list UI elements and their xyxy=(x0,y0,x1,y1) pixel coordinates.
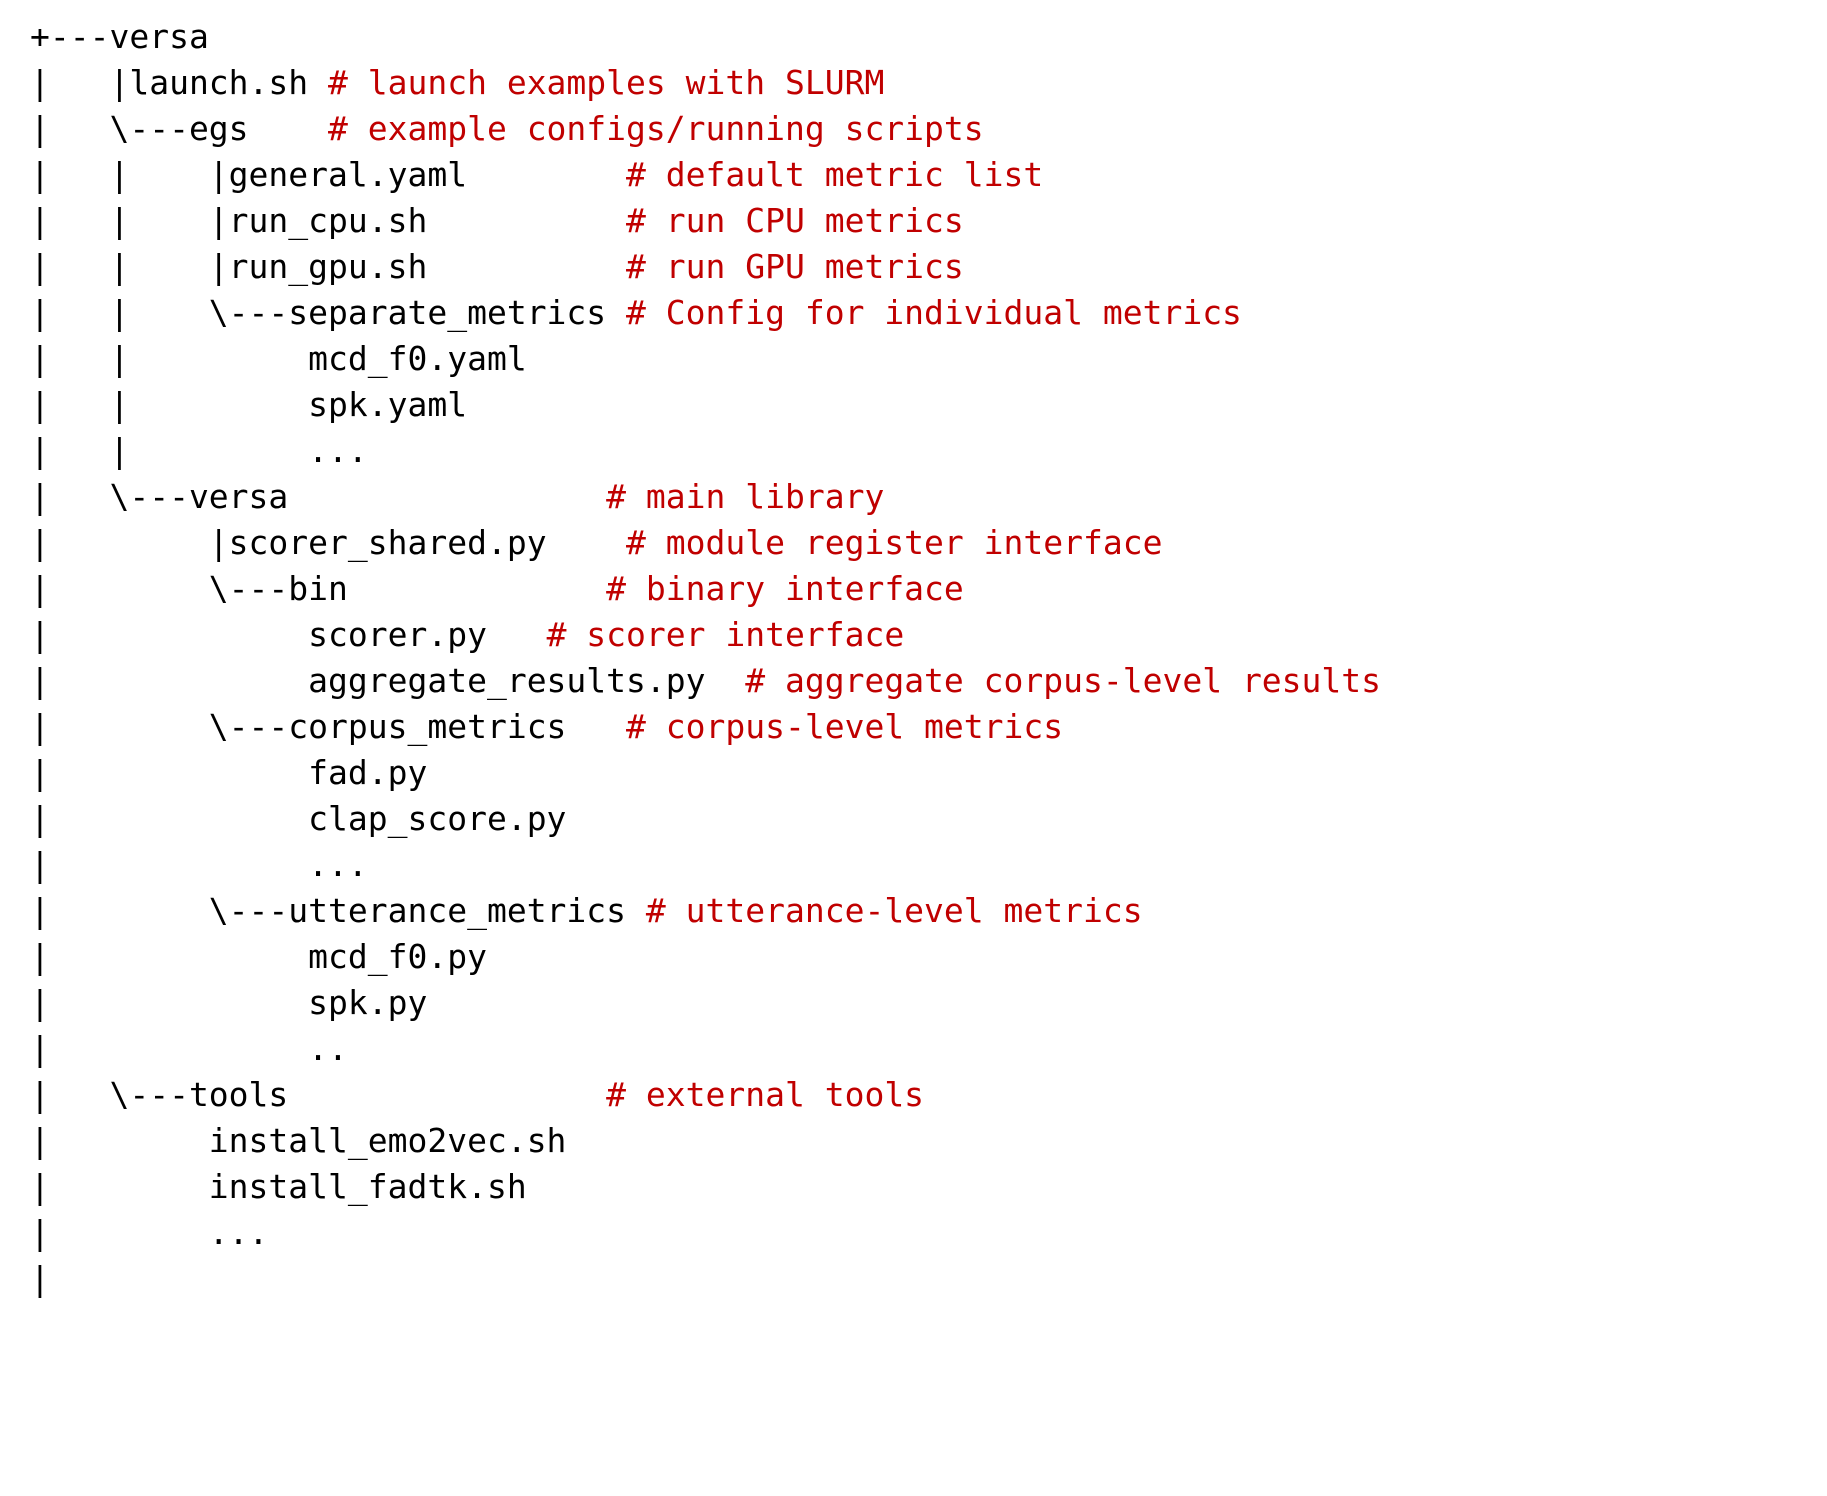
tree-line-path: | | ... xyxy=(30,431,368,470)
tree-line-path: | \---tools xyxy=(30,1075,607,1114)
tree-line: | | mcd_f0.yaml xyxy=(30,336,1381,382)
tree-line-path: | xyxy=(30,1259,50,1298)
tree-line-comment: # Config for individual metrics xyxy=(626,293,1242,332)
tree-line: | \---egs # example configs/running scri… xyxy=(30,106,1381,152)
tree-line-comment: # default metric list xyxy=(626,155,1044,194)
tree-line-path: | ... xyxy=(30,1213,269,1252)
tree-line-comment: # utterance-level metrics xyxy=(645,891,1143,930)
tree-line: | install_fadtk.sh xyxy=(30,1164,1381,1210)
tree-line-path: | \---egs xyxy=(30,109,329,148)
tree-line-path: | | mcd_f0.yaml xyxy=(30,339,527,378)
tree-line: | | |general.yaml # default metric list xyxy=(30,152,1381,198)
tree-line-path: | clap_score.py xyxy=(30,799,567,838)
tree-line: | | \---separate_metrics # Config for in… xyxy=(30,290,1381,336)
tree-line: | spk.py xyxy=(30,980,1381,1026)
tree-line: | clap_score.py xyxy=(30,796,1381,842)
tree-line-path: | scorer.py xyxy=(30,615,547,654)
tree-line: | fad.py xyxy=(30,750,1381,796)
tree-line-path: | | spk.yaml xyxy=(30,385,468,424)
tree-line: | | |run_gpu.sh # run GPU metrics xyxy=(30,244,1381,290)
tree-line-comment: # binary interface xyxy=(606,569,964,608)
tree-line-comment: # module register interface xyxy=(626,523,1163,562)
tree-line: | | |run_cpu.sh # run CPU metrics xyxy=(30,198,1381,244)
tree-line: | .. xyxy=(30,1026,1381,1072)
directory-tree: +---versa | |launch.sh # launch examples … xyxy=(30,14,1381,1302)
tree-line-comment: # external tools xyxy=(606,1075,925,1114)
tree-line: | ... xyxy=(30,842,1381,888)
tree-line-path: | \---corpus_metrics xyxy=(30,707,627,746)
tree-line-comment: # main library xyxy=(606,477,885,516)
tree-line-comment: # run CPU metrics xyxy=(626,201,964,240)
tree-line-comment: # example configs/running scripts xyxy=(328,109,984,148)
tree-line-path: | \---bin xyxy=(30,569,607,608)
tree-line-path: | install_fadtk.sh xyxy=(30,1167,527,1206)
tree-line: | |scorer_shared.py # module register in… xyxy=(30,520,1381,566)
tree-line: +---versa xyxy=(30,14,1381,60)
tree-line-comment: # corpus-level metrics xyxy=(626,707,1064,746)
tree-line: | mcd_f0.py xyxy=(30,934,1381,980)
tree-line: | aggregate_results.py # aggregate corpu… xyxy=(30,658,1381,704)
tree-line: | | spk.yaml xyxy=(30,382,1381,428)
tree-line: | | ... xyxy=(30,428,1381,474)
tree-line-path: | \---versa xyxy=(30,477,607,516)
tree-line: | scorer.py # scorer interface xyxy=(30,612,1381,658)
tree-line-path: | |scorer_shared.py xyxy=(30,523,627,562)
tree-line-path: | spk.py xyxy=(30,983,428,1022)
tree-line: | install_emo2vec.sh xyxy=(30,1118,1381,1164)
tree-line-path: | ... xyxy=(30,845,368,884)
tree-line: | |launch.sh # launch examples with SLUR… xyxy=(30,60,1381,106)
tree-line: | xyxy=(30,1256,1381,1302)
tree-line-comment: # aggregate corpus-level results xyxy=(745,661,1382,700)
tree-line-path: | install_emo2vec.sh xyxy=(30,1121,567,1160)
tree-line: | ... xyxy=(30,1210,1381,1256)
tree-line: | \---utterance_metrics # utterance-leve… xyxy=(30,888,1381,934)
tree-line-path: | mcd_f0.py xyxy=(30,937,487,976)
tree-line-path: | aggregate_results.py xyxy=(30,661,746,700)
tree-line-path: | | \---separate_metrics xyxy=(30,293,627,332)
tree-line: | \---bin # binary interface xyxy=(30,566,1381,612)
tree-line-path: | \---utterance_metrics xyxy=(30,891,646,930)
tree-line-comment: # run GPU metrics xyxy=(626,247,964,286)
tree-line-path: | |launch.sh xyxy=(30,63,329,102)
tree-line-path: | .. xyxy=(30,1029,348,1068)
tree-line-comment: # launch examples with SLURM xyxy=(328,63,885,102)
tree-line-comment: # scorer interface xyxy=(546,615,905,654)
tree-line-path: | | |run_cpu.sh xyxy=(30,201,627,240)
tree-line-path: | | |general.yaml xyxy=(30,155,627,194)
tree-line-path: | | |run_gpu.sh xyxy=(30,247,627,286)
tree-line-path: +---versa xyxy=(30,17,209,56)
tree-line: | \---corpus_metrics # corpus-level metr… xyxy=(30,704,1381,750)
tree-line: | \---versa # main library xyxy=(30,474,1381,520)
tree-line: | \---tools # external tools xyxy=(30,1072,1381,1118)
tree-line-path: | fad.py xyxy=(30,753,428,792)
